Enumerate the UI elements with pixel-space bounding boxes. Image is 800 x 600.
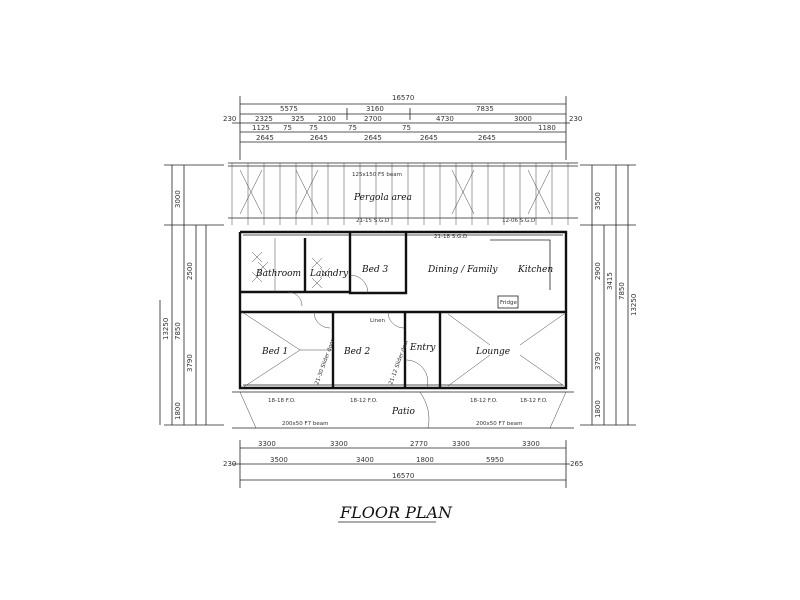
dim-right-2: 3415	[606, 272, 614, 290]
beam-left-note: 200x50 F7 beam	[282, 421, 329, 427]
dim-top-r2-0: 230	[223, 115, 236, 123]
dim-right-1: 2900	[594, 262, 602, 280]
dim-top-r2-3: 2100	[318, 115, 336, 123]
dim-right-6: 1800	[594, 400, 602, 418]
window-bed1: 18-18 F.O.	[268, 398, 296, 404]
dim-bot-r2-1: 3500	[270, 456, 288, 464]
sgd-far-note: 12-06 S.G.D	[502, 218, 535, 224]
dim-top-r2-1: 2325	[255, 115, 273, 123]
dim-top-r4-3: 2645	[420, 134, 438, 142]
pergola-beam-note: 125x150 F5 beam	[352, 172, 402, 178]
bed3-label: Bed 3	[361, 265, 389, 275]
bathroom-label: Bathroom	[255, 269, 301, 279]
sgd-right-note: 21-18 S.G.D	[434, 234, 467, 240]
robe2-note: 21-12 Slider door	[388, 338, 410, 386]
bottom-dimensions: 3300 3300 2770 3300 3300 230 3500 3400 1…	[223, 440, 583, 488]
dim-top-r1-0: 5575	[280, 105, 298, 113]
dim-top-r3-4: 75	[402, 124, 411, 132]
dim-right-3: 7850	[618, 282, 626, 300]
plan-title: FLOOR PLAN	[339, 503, 453, 522]
dim-bot-r1-1: 3300	[330, 440, 348, 448]
right-dimensions: 3500 2900 3415 7850 3790 13250 1800	[580, 164, 638, 426]
dim-left-5: 1800	[174, 402, 182, 420]
dim-top-r4-0: 2645	[256, 134, 274, 142]
kitchen-label: Kitchen	[517, 265, 553, 275]
top-dimensions: 16570 5575 3160 7835 230 2325 325 2100 2…	[223, 94, 582, 160]
dim-top-overall: 16570	[392, 94, 414, 102]
dim-top-r2-2: 325	[291, 115, 304, 123]
patio-area: 18-18 F.O. 18-12 F.O. 18-12 F.O. 18-12 F…	[232, 391, 574, 429]
lounge-label: Lounge	[475, 347, 510, 357]
dim-top-r1-2: 7835	[476, 105, 494, 113]
dim-top-r3-0: 1125	[252, 124, 270, 132]
dim-top-r3-1: 75	[283, 124, 292, 132]
sgd-left-note: 21-15 S.G.D	[356, 218, 389, 224]
patio-label: Patio	[391, 407, 416, 417]
pergola-label: Pergola area	[353, 193, 412, 203]
dim-bot-overall: 16570	[392, 472, 414, 480]
dim-top-r2-5: 4730	[436, 115, 454, 123]
entry-label: Entry	[409, 343, 436, 353]
dim-bot-r2-3: 1800	[416, 456, 434, 464]
dim-left-0: 3000	[174, 190, 182, 208]
dim-right-0: 3500	[594, 192, 602, 210]
window-bed2: 18-12 F.O.	[350, 398, 378, 404]
dim-top-r3-3: 75	[348, 124, 357, 132]
bed2-label: Bed 2	[343, 347, 371, 357]
dim-top-r1-1: 3160	[366, 105, 384, 113]
dim-top-r3-2: 75	[309, 124, 318, 132]
pergola-structure: 125x150 F5 beam Pergola area 21-15 S.G.D…	[228, 162, 578, 225]
room-diagonals	[241, 311, 565, 389]
dim-top-r2-4: 2700	[364, 115, 382, 123]
bed1-label: Bed 1	[261, 347, 288, 357]
dim-top-r2-7: 230	[569, 115, 582, 123]
dim-left-3: 7850	[174, 322, 182, 340]
dim-bot-r1-4: 3300	[522, 440, 540, 448]
dim-right-4: 3790	[594, 352, 602, 370]
wet-area-hatching	[251, 251, 331, 289]
dim-top-r4-4: 2645	[478, 134, 496, 142]
beam-right-note: 200x50 F7 beam	[476, 421, 523, 427]
dim-bot-r2-5: 265	[570, 460, 583, 468]
dim-bot-r2-0: 230	[223, 460, 236, 468]
laundry-label: Laundry	[309, 269, 349, 279]
left-dimensions: 3000 2500 3790 7850 13250 1800	[159, 164, 224, 426]
door-swings	[287, 274, 429, 389]
dim-bot-r1-0: 3300	[258, 440, 276, 448]
dim-top-r4-2: 2645	[364, 134, 382, 142]
house-walls	[238, 230, 568, 390]
dim-left-2: 3790	[186, 354, 194, 372]
dim-bot-r1-3: 3300	[452, 440, 470, 448]
window-lounge: 18-12 F.O.	[470, 398, 498, 404]
dim-left-4: 13250	[162, 318, 170, 340]
window-lounge-2: 18-12 F.O.	[520, 398, 548, 404]
dim-top-r3-5: 1180	[538, 124, 556, 132]
dim-left-1: 2500	[186, 262, 194, 280]
dim-right-5: 13250	[630, 294, 638, 316]
dim-bot-r2-2: 3400	[356, 456, 374, 464]
dining-label: Dining / Family	[427, 265, 498, 275]
fridge-label: Fridge	[500, 300, 518, 306]
dim-top-r4-1: 2645	[310, 134, 328, 142]
dim-bot-r1-2: 2770	[410, 440, 428, 448]
linen-label: Linen	[370, 318, 385, 324]
dim-bot-r2-4: 5950	[486, 456, 504, 464]
dim-top-r2-6: 3000	[514, 115, 532, 123]
